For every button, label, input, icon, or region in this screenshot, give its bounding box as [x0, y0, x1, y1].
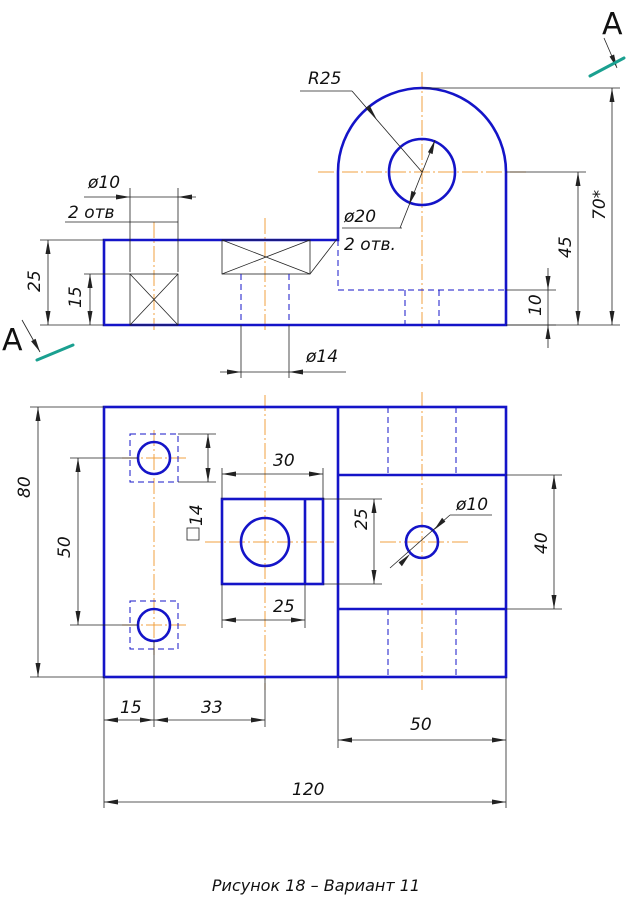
dim-w33: 33 [201, 698, 223, 718]
dim-r25: R25 [308, 69, 341, 89]
w15-arrow-right [140, 717, 154, 723]
w30-arrow-right [309, 471, 323, 477]
r25-leader [351, 90, 423, 173]
h45-arrow-bottom [575, 311, 581, 325]
h25-arrow-top [45, 240, 51, 254]
section-cut-mark-top [588, 56, 626, 78]
w120-arrow-right [492, 799, 506, 805]
section-arrow-top-head [609, 54, 617, 68]
h40-arrow-bottom [551, 595, 557, 609]
dim-w50: 50 [410, 715, 432, 735]
h40-arrow-top [551, 475, 557, 489]
left-hole-cross-b [129, 273, 179, 326]
section-arrow-left-head [31, 338, 40, 352]
d20-arrow-top [427, 140, 435, 155]
left-hole-section [129, 273, 179, 326]
w25-arrow-left [222, 617, 236, 623]
w30-arrow-left [222, 471, 236, 477]
boss-small-hole [404, 524, 440, 560]
figure-caption: Рисунок 18 – Вариант 11 [212, 876, 420, 895]
h80-arrow-top [35, 407, 41, 421]
center-boss-outline [220, 497, 325, 586]
dim-h25-top: 25 [352, 508, 372, 530]
d20-leader [399, 139, 436, 229]
h50-arrow-top [75, 458, 81, 472]
dim-h80: 80 [15, 476, 35, 498]
h45-arrow-top [575, 172, 581, 186]
upper-counterbore-hidden [129, 433, 179, 483]
w15-arrow-left [104, 717, 118, 723]
h50-arrow-bottom [75, 611, 81, 625]
d10-top-arrow-a [398, 554, 410, 567]
w120-arrow-left [104, 799, 118, 805]
h15-arrow-top [87, 274, 93, 288]
d10-arrow-left [116, 194, 130, 200]
dim-h70: 70* [590, 190, 610, 220]
w50-arrow-left [338, 737, 352, 743]
front-boss-hole [387, 137, 457, 207]
dim-w30: 30 [273, 451, 295, 471]
dim-d10-front: ø10 [87, 173, 120, 193]
center-counterbore [221, 239, 311, 275]
section-cut-mark-left [35, 343, 75, 362]
w33-arrow-right [251, 717, 265, 723]
dim-h10: 10 [526, 294, 546, 316]
dim-d10-top: ø10 [455, 495, 488, 515]
dim-w15: 15 [120, 698, 142, 718]
square-symbol [186, 527, 200, 541]
dim-holes-right: 2 отв. [344, 235, 396, 255]
h25-top-arrow-bottom [371, 570, 377, 584]
h70-arrow-top [609, 88, 615, 102]
dim-h50: 50 [55, 536, 75, 558]
front-view: ø10 2 отв 25 15 ø14 R25 ø20 [2, 7, 626, 378]
w25-arrow-right [291, 617, 305, 623]
w50-arrow-right [492, 737, 506, 743]
cb-arrow-bottom [205, 468, 211, 482]
h80-arrow-bottom [35, 663, 41, 677]
d10-top-arrow-b [434, 517, 446, 530]
section-letter-top: A [602, 7, 623, 42]
d10-arrow-right [178, 194, 192, 200]
dim-d20: ø20 [343, 207, 376, 227]
h25-arrow-bottom [45, 311, 51, 325]
h25-top-arrow-top [371, 499, 377, 513]
center-boss-hole [239, 516, 291, 568]
dim-h15-front: 15 [66, 286, 86, 308]
h10-arrow-bottom [545, 325, 551, 339]
section-letter-left: A [2, 323, 23, 358]
front-view-outline [102, 86, 508, 327]
holes-right-leader [309, 238, 338, 275]
top-view: 80 50 14 30 25 [15, 392, 562, 808]
d20-arrow-bottom [409, 190, 417, 205]
dim-h45: 45 [556, 236, 576, 258]
dim-h40: 40 [532, 532, 552, 554]
w33-arrow-left [154, 717, 168, 723]
cb-arrow-top [205, 434, 211, 448]
top-view-outline [102, 405, 508, 679]
dim-holes-left: 2 отв [68, 203, 115, 223]
dim-w25: 25 [273, 597, 295, 617]
d14-arrow-left [227, 369, 241, 375]
r25-arrow [365, 104, 377, 120]
d14-arrow-right [289, 369, 303, 375]
dim-sq14: 14 [187, 504, 207, 526]
dim-h25-front: 25 [25, 270, 45, 292]
h10-arrow-top [545, 276, 551, 290]
dim-d14: ø14 [305, 347, 338, 367]
center-counterbore-cross-b [221, 239, 311, 275]
dim-w120: 120 [292, 780, 324, 800]
h15-arrow-bottom [87, 311, 93, 325]
h70-arrow-bottom [609, 311, 615, 325]
